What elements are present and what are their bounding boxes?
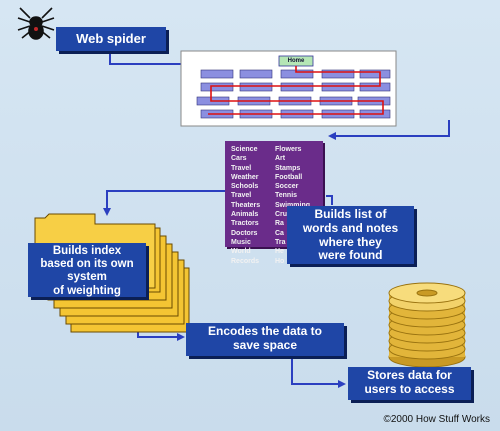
word-item: Records (231, 257, 260, 265)
arrow-head-encode (177, 333, 185, 341)
word-item: Ho (275, 257, 285, 265)
encodes-line: Encodes the data to (207, 324, 323, 338)
word-item: Ra (275, 220, 284, 228)
word-item: Stamps (275, 164, 301, 172)
builds-index-line: based on its own (40, 258, 134, 271)
word-item: World (231, 248, 251, 256)
word-item: Travel (231, 192, 252, 200)
word-item: Flowers (275, 146, 302, 153)
stores-box: Stores data for users to access (348, 367, 471, 400)
spider-icon (17, 7, 55, 40)
builds-list-box: Builds list of words and notes where the… (287, 206, 414, 264)
arrow-head-list-top (328, 132, 336, 140)
web-spider-box: Web spider (56, 27, 166, 51)
arrow-site-to-list (334, 120, 450, 137)
word-item: Swimming (275, 201, 310, 210)
word-item: Science (231, 146, 258, 153)
builds-index-line: system (67, 271, 107, 284)
builds-list-line: words and notes (302, 220, 399, 235)
word-item: Music (231, 238, 251, 246)
arrow-head-store (338, 380, 346, 388)
builds-index-box: Builds index based on its own system of … (28, 243, 146, 297)
builds-list-line: where they (319, 234, 382, 249)
arrow-head-index (103, 208, 111, 216)
website-map (180, 50, 397, 127)
builds-list-line: Builds list of (314, 207, 387, 221)
stores-line: users to access (364, 381, 455, 396)
arrow-list-to-index (106, 190, 232, 210)
stores-line: Stores data for (367, 368, 452, 382)
word-item: Travel (231, 164, 252, 172)
word-list-left: Science Cars Travel Weather Schools Trav… (231, 145, 260, 266)
builds-list-line: were found (318, 248, 383, 263)
builds-index-line: of weighting (53, 284, 121, 297)
web-spider-label: Web spider (76, 31, 146, 46)
encodes-line: save space (232, 337, 298, 352)
word-item: He (275, 248, 284, 256)
home-node-label: Home (287, 58, 305, 64)
word-item: Tractors (231, 220, 259, 228)
word-item: Schools (231, 183, 259, 191)
site-crawl-path (208, 66, 384, 115)
word-item: Theaters (231, 201, 261, 209)
encodes-box: Encodes the data to save space (186, 323, 344, 356)
word-item: Soccer (275, 183, 299, 191)
word-item: Doctors (231, 229, 258, 237)
builds-index-line: Builds index (52, 245, 122, 257)
word-item: Cars (231, 155, 247, 163)
word-item: Animals (231, 211, 259, 219)
word-item: Football (275, 173, 303, 181)
arrow-list-to-notes (326, 195, 333, 205)
word-item: Tennis (275, 192, 298, 200)
word-item: Tra (275, 238, 286, 246)
disk-stack-icon (388, 282, 466, 368)
arrow-encode-to-store (291, 355, 338, 385)
word-item: Weather (231, 173, 259, 181)
word-item: Ca (275, 229, 284, 237)
word-item: Art (275, 155, 286, 163)
copyright-text: ©2000 How Stuff Works (383, 414, 491, 425)
